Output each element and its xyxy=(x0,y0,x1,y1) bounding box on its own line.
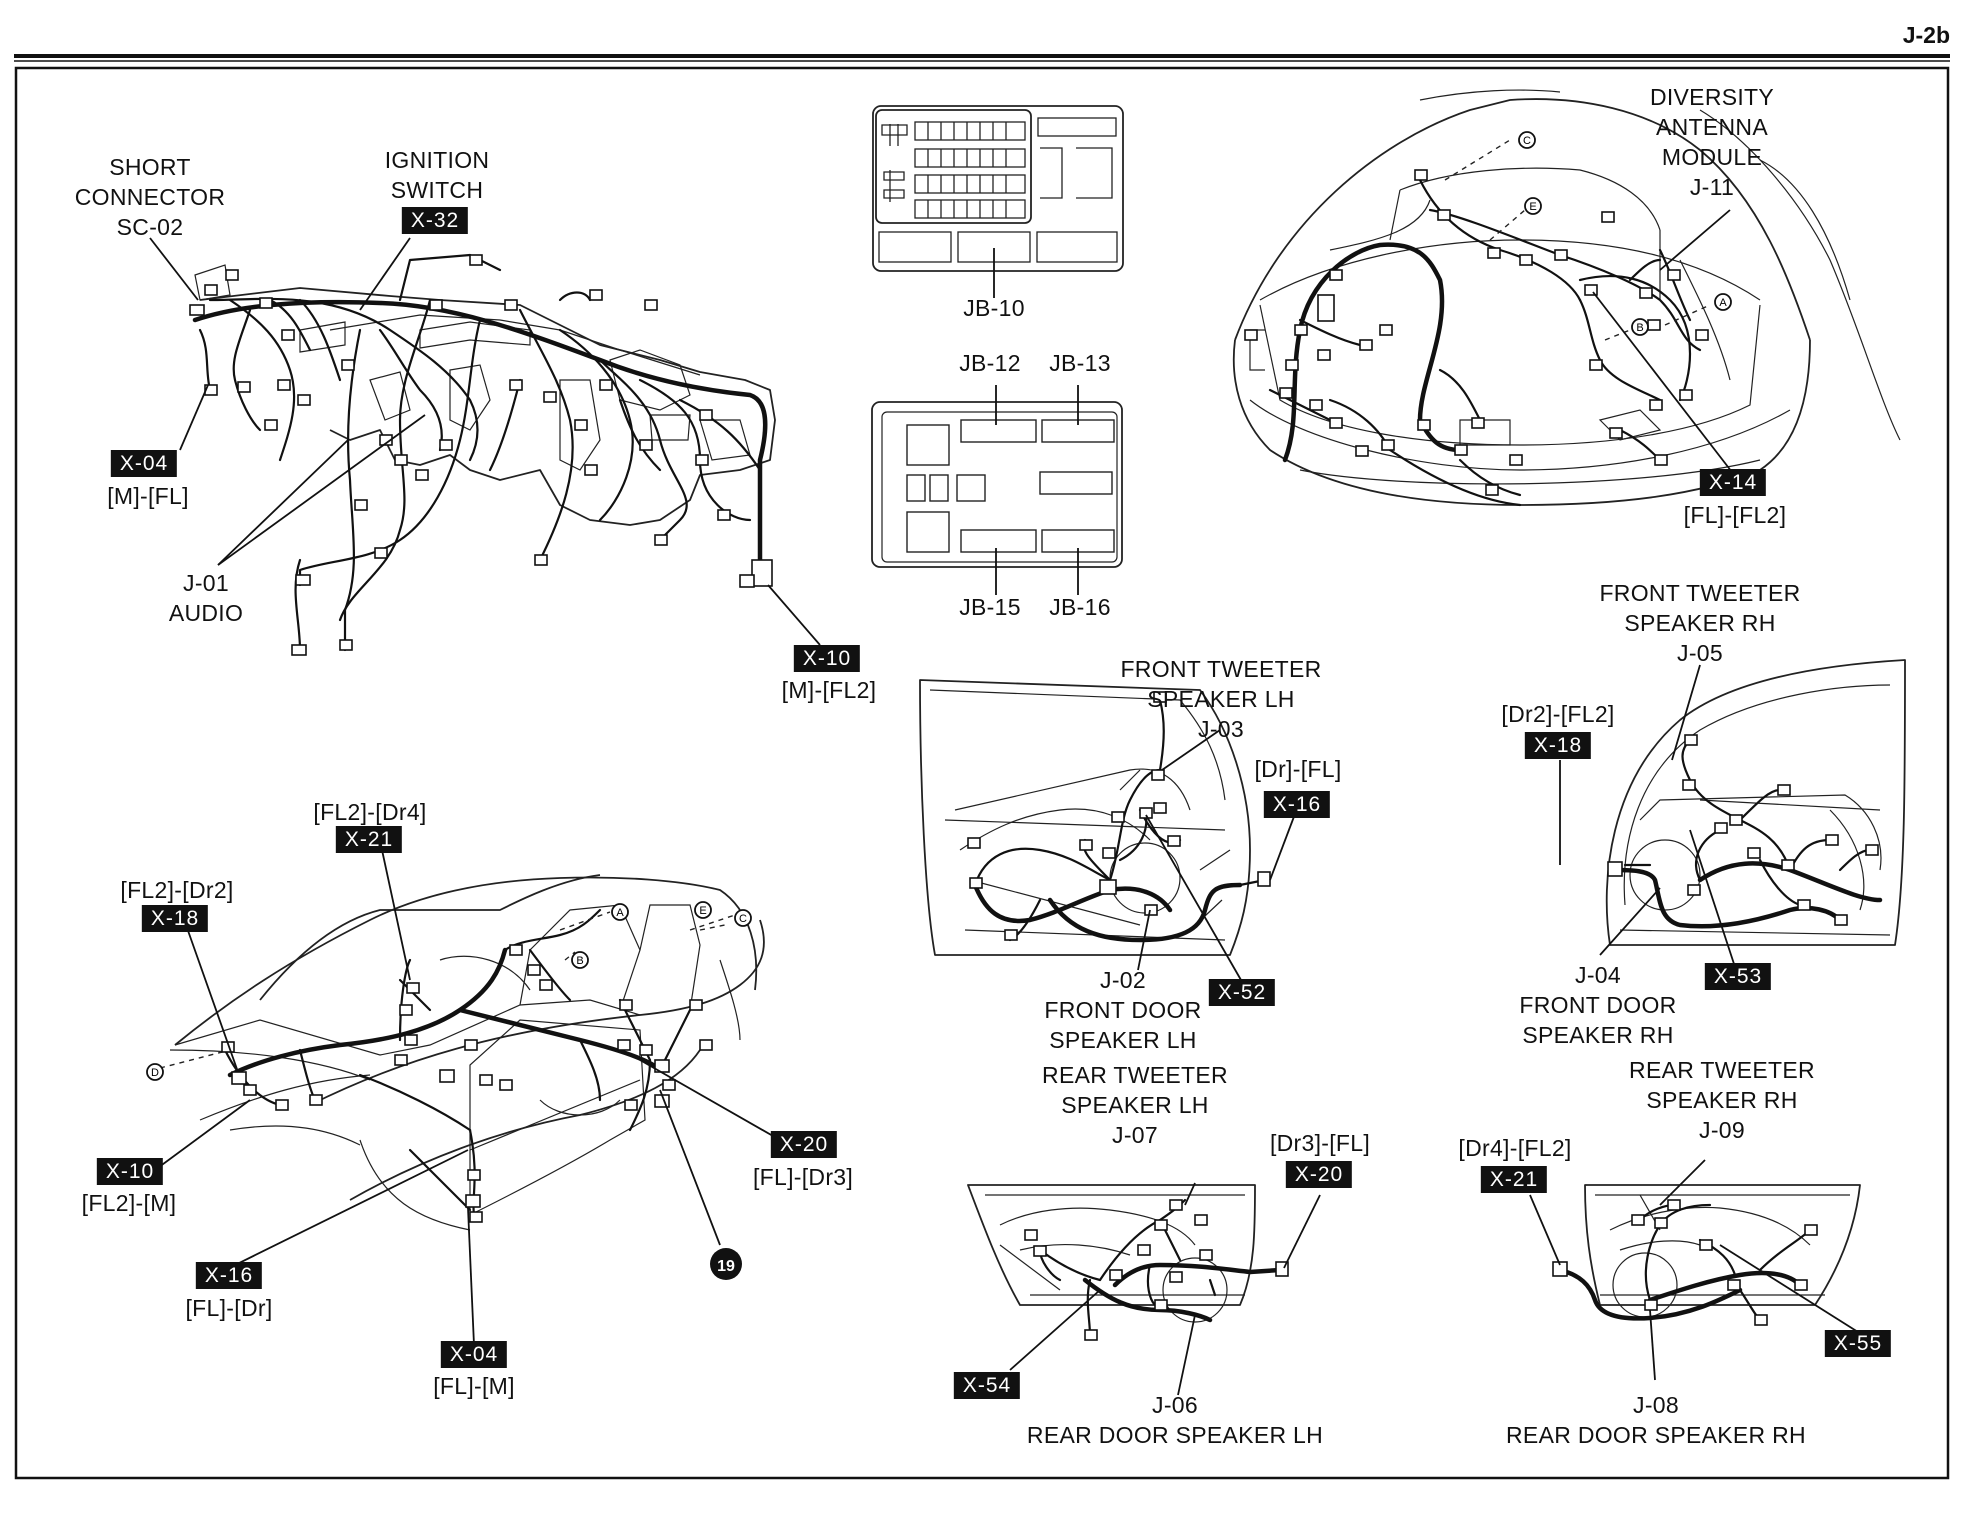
short-connector-label: SHORT CONNECTOR SC-02 xyxy=(74,154,226,240)
jb16-label: JB-16 xyxy=(1049,594,1111,620)
jb15-label: JB-15 xyxy=(959,594,1021,620)
rear-door-lh-drawing xyxy=(967,1184,1289,1341)
x14-connector-tag: X-14 xyxy=(1699,469,1767,496)
marker-e-body: E xyxy=(699,905,706,917)
jb10-label: JB-10 xyxy=(963,295,1025,321)
dr-fl-route-label: [Dr]-[FL] xyxy=(1254,756,1342,782)
page-frame xyxy=(14,54,1950,1480)
x54-connector-tag: X-54 xyxy=(953,1372,1021,1399)
jb13-label: JB-13 xyxy=(1049,350,1111,376)
x10-top-connector-tag: X-10 xyxy=(793,645,861,672)
trunk-harness-drawing xyxy=(1232,89,1901,507)
x14-connector-route: [FL]-[FL2] xyxy=(1683,502,1787,528)
x04-body-connector-tag: X-04 xyxy=(440,1341,508,1368)
x16-door-connector-tag: X-16 xyxy=(1263,791,1331,818)
front-tweeter-rh-label: FRONT TWEETER SPEAKER RH J-05 xyxy=(1599,580,1801,666)
x04-top-connector-route: [M]-[FL] xyxy=(107,483,189,509)
ground-point-icon xyxy=(710,1248,742,1280)
front-tweeter-lh-label: FRONT TWEETER SPEAKER LH J-03 xyxy=(1120,656,1322,742)
rear-door-speaker-rh-label: J-08 REAR DOOR SPEAKER RH xyxy=(1506,1392,1806,1448)
car-body-harness-drawing xyxy=(159,874,765,1231)
x04-top-connector-tag: X-04 xyxy=(110,450,178,477)
x20-body-connector-route: [FL]-[Dr3] xyxy=(752,1164,854,1190)
x10-body-connector-route: [FL2]-[M] xyxy=(81,1190,177,1216)
marker-a-trunk: A xyxy=(1719,297,1727,309)
front-door-lh-drawing xyxy=(919,679,1271,956)
x16-body-connector-tag: X-16 xyxy=(195,1262,263,1289)
x10-top-connector-route: [M]-[FL2] xyxy=(781,677,877,703)
rear-door-rh-drawing xyxy=(1552,1184,1861,1326)
x20-body-connector-tag: X-20 xyxy=(770,1131,838,1158)
x04-body-connector-route: [FL]-[M] xyxy=(433,1373,515,1399)
front-door-rh-drawing xyxy=(1605,659,1906,946)
x52-connector-tag: X-52 xyxy=(1208,979,1276,1006)
x21-body-connector-tag: X-21 xyxy=(335,826,403,853)
marker-c-trunk: C xyxy=(1523,135,1531,147)
x55-connector-tag: X-55 xyxy=(1824,1330,1892,1357)
dr4-fl2-route-label: [Dr4]-[FL2] xyxy=(1458,1135,1572,1161)
dashboard-harness-drawing xyxy=(189,253,776,656)
x10-body-connector-tag: X-10 xyxy=(96,1158,164,1185)
junction-box-jb12-16-drawing xyxy=(871,385,1123,595)
callout-leaders xyxy=(149,209,1859,1396)
j01-audio-label: J-01 AUDIO xyxy=(168,570,244,626)
mating-markers: C E A B A B E C D xyxy=(146,131,1732,1081)
diversity-antenna-label: DIVERSITY ANTENNA MODULE J-11 xyxy=(1649,84,1775,200)
marker-b-trunk: B xyxy=(1636,322,1643,334)
x32-connector-tag: X-32 xyxy=(401,207,469,234)
fl2-dr2-route-label: [FL2]-[Dr2] xyxy=(120,877,234,903)
x18-body-connector-tag: X-18 xyxy=(141,905,209,932)
marker-d-body: D xyxy=(151,1067,159,1079)
marker-c-body: C xyxy=(739,913,747,925)
front-door-speaker-rh-label: J-04 FRONT DOOR SPEAKER RH xyxy=(1519,962,1677,1048)
marker-b-body: B xyxy=(576,955,583,967)
rear-door-speaker-lh-label: J-06 REAR DOOR SPEAKER LH xyxy=(1026,1392,1324,1448)
x20-door-connector-tag: X-20 xyxy=(1285,1161,1353,1188)
ground-point-number: 19 xyxy=(717,1258,735,1275)
x18-door-connector-tag: X-18 xyxy=(1524,732,1592,759)
ignition-switch-label: IGNITION SWITCH xyxy=(384,147,490,203)
marker-e-trunk: E xyxy=(1529,201,1536,213)
x21-door-connector-tag: X-21 xyxy=(1480,1166,1548,1193)
jb12-label: JB-12 xyxy=(959,350,1021,376)
rear-tweeter-lh-label: REAR TWEETER SPEAKER LH J-07 xyxy=(1042,1062,1228,1148)
x16-body-connector-route: [FL]-[Dr] xyxy=(185,1295,273,1321)
fl2-dr4-route-label: [FL2]-[Dr4] xyxy=(313,799,427,825)
dr2-fl2-route-label: [Dr2]-[FL2] xyxy=(1501,701,1615,727)
page-reference: J-2b xyxy=(1902,22,1950,48)
x53-connector-tag: X-53 xyxy=(1704,963,1772,990)
rear-tweeter-rh-label: REAR TWEETER SPEAKER RH J-09 xyxy=(1629,1057,1815,1143)
junction-box-jb10-drawing xyxy=(872,105,1124,298)
dr3-fl-route-label: [Dr3]-[FL] xyxy=(1269,1130,1371,1156)
marker-a-body: A xyxy=(616,907,624,919)
front-door-speaker-lh-label: J-02 FRONT DOOR SPEAKER LH xyxy=(1044,967,1202,1053)
